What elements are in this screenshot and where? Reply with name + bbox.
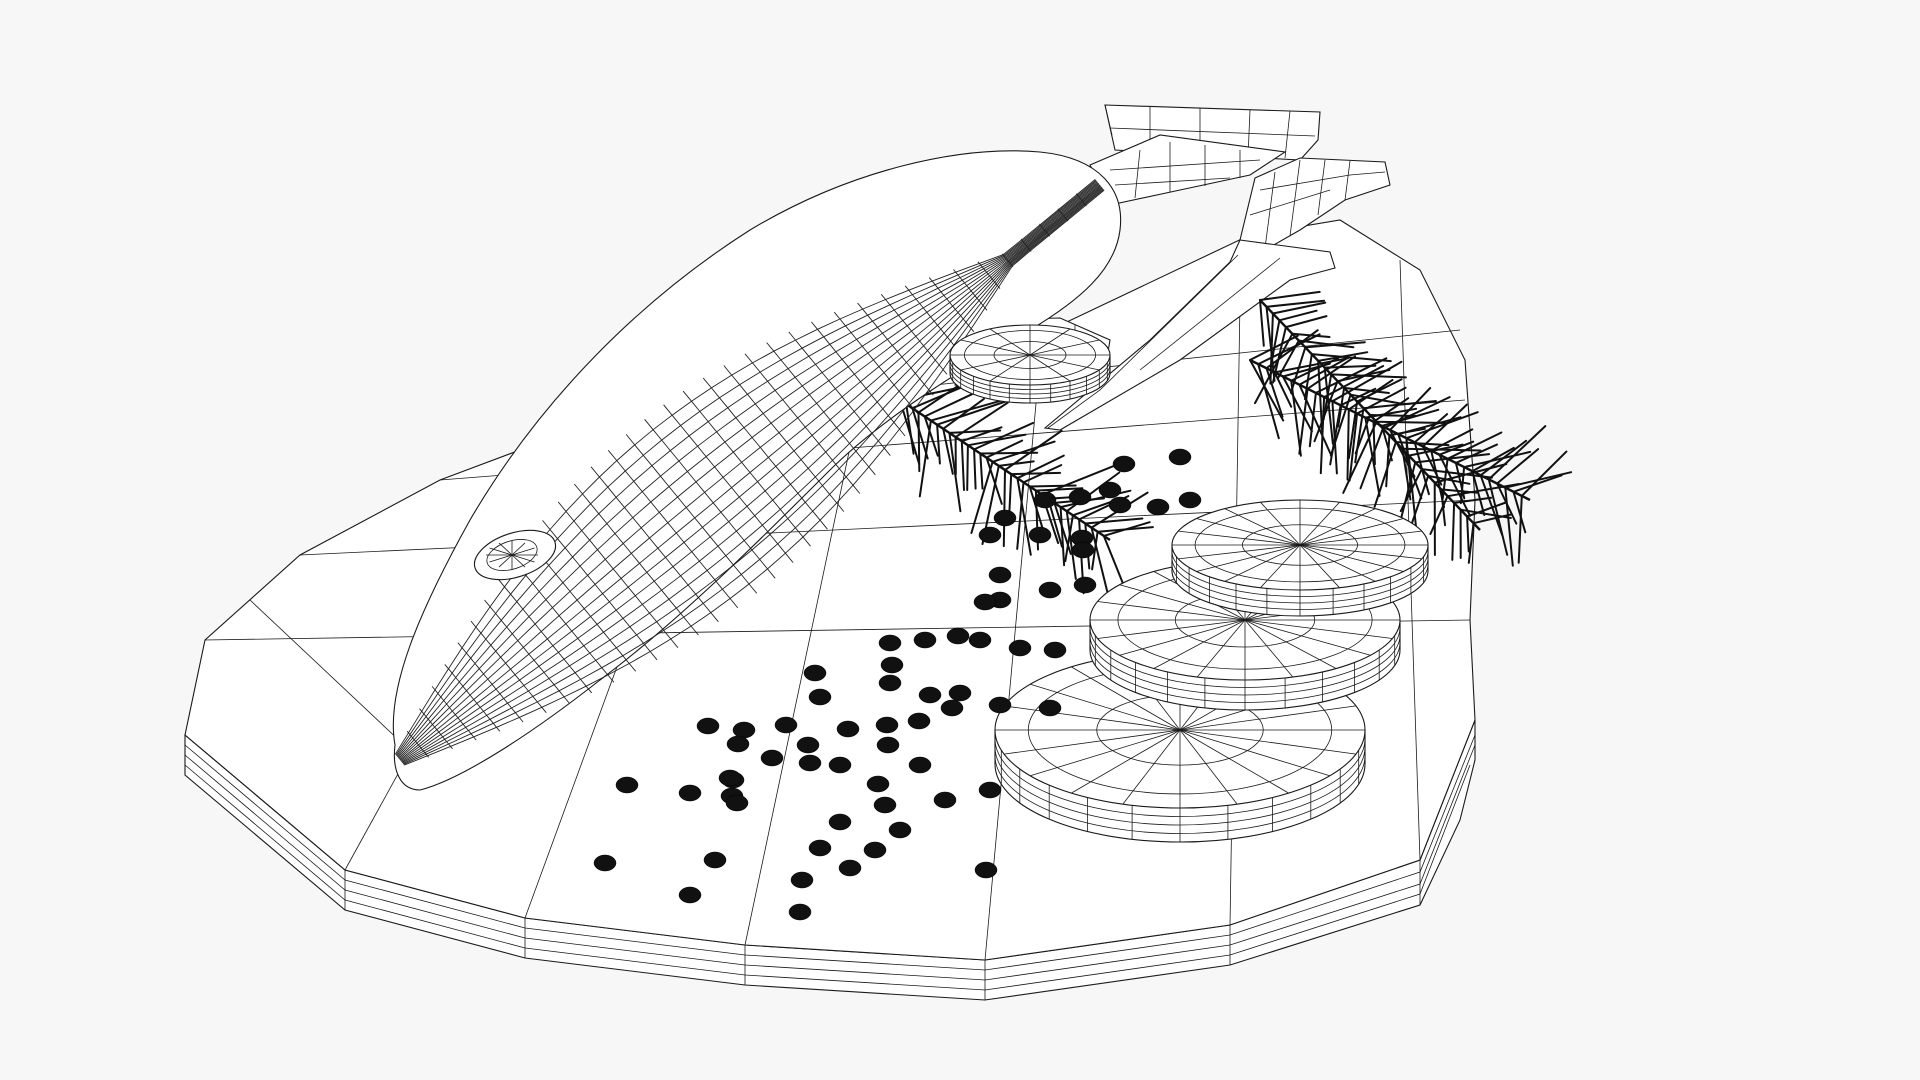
peppercorn [1043,641,1067,659]
peppercorn [615,776,639,794]
peppercorn [878,634,902,652]
peppercorn [876,736,900,754]
peppercorn [790,871,814,889]
peppercorn [796,736,820,754]
rosemary-sprig [1249,329,1573,567]
peppercorn [1112,455,1136,473]
peppercorn [1008,639,1032,657]
peppercorn [828,756,852,774]
peppercorn [978,526,1002,544]
peppercorn [788,903,812,921]
peppercorn [1071,541,1095,559]
peppercorn [948,684,972,702]
peppercorn [678,886,702,904]
peppercorn [888,821,912,839]
peppercorn [725,794,749,812]
peppercorn [933,791,957,809]
peppercorn [1073,576,1097,594]
peppercorn [875,716,899,734]
peppercorns [593,448,1202,921]
peppercorn [988,566,1012,584]
peppercorn [974,861,998,879]
peppercorn [907,712,931,730]
peppercorn [993,509,1017,527]
lemon-slices [949,324,1429,843]
peppercorn [940,699,964,717]
lemon-slice [949,324,1111,404]
peppercorn [1028,526,1052,544]
peppercorn [908,756,932,774]
peppercorn [1033,491,1057,509]
peppercorn [968,631,992,649]
knife [1043,157,1391,431]
peppercorn [1178,491,1202,509]
peppercorn [836,720,860,738]
peppercorn [696,717,720,735]
peppercorn [732,721,756,739]
board-side-bands [184,734,1476,1000]
peppercorn [703,851,727,869]
peppercorn [718,769,742,787]
peppercorn [760,749,784,767]
peppercorn [678,784,702,802]
rosemary-sprig [1254,290,1520,564]
peppercorn [913,631,937,649]
peppercorn [1168,448,1192,466]
peppercorn [828,813,852,831]
peppercorn [988,696,1012,714]
rosemary-sprig [899,290,1573,595]
peppercorn [863,841,887,859]
peppercorn [1038,699,1062,717]
peppercorn [1108,496,1132,514]
peppercorn [726,735,750,753]
knife-blade [1043,239,1336,431]
peppercorn [1068,488,1092,506]
peppercorn [808,839,832,857]
peppercorn [873,796,897,814]
peppercorn [1098,481,1122,499]
peppercorn [798,754,822,772]
peppercorn [803,664,827,682]
peppercorn [880,656,904,674]
lemon-slice [1171,499,1429,617]
peppercorn [878,674,902,692]
peppercorn [838,859,862,877]
peppercorn [1038,581,1062,599]
peppercorn [973,593,997,611]
peppercorn [866,775,890,793]
peppercorn [978,781,1002,799]
fish [392,134,1287,791]
peppercorn [808,688,832,706]
peppercorn [593,854,617,872]
peppercorn [1146,498,1170,516]
peppercorn [946,627,970,645]
fish-eye [473,529,557,581]
peppercorn [918,686,942,704]
peppercorn [774,716,798,734]
